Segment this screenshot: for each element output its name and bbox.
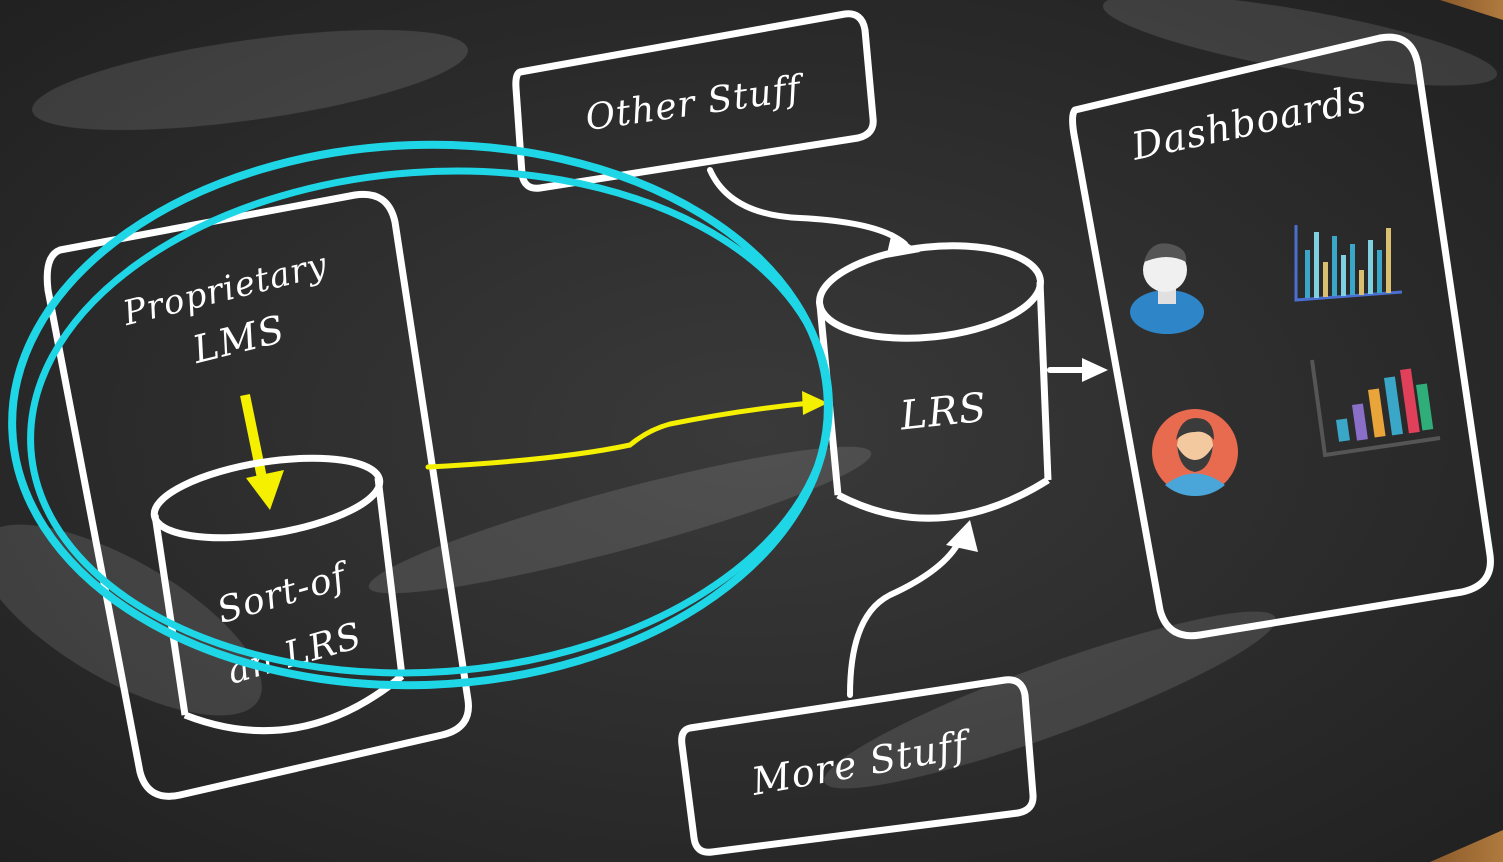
wood-frame-bottom-right bbox=[1430, 830, 1503, 862]
yellow-flow-arrow bbox=[425, 391, 828, 470]
lrs-to-dashboards-connector bbox=[1047, 358, 1108, 382]
wood-frame-top-right bbox=[1440, 0, 1503, 20]
more-stuff-to-lrs-connector bbox=[847, 520, 978, 698]
other-stuff-to-lrs-connector bbox=[707, 167, 920, 258]
lrs-label: LRS bbox=[897, 385, 989, 440]
user-avatar-icon bbox=[1130, 243, 1204, 334]
highlight-ellipses bbox=[8, 140, 833, 690]
bar-chart-icon bbox=[1294, 225, 1403, 302]
bearded-user-avatar-icon bbox=[1152, 409, 1238, 496]
colored-bar-chart-icon bbox=[1310, 359, 1441, 458]
chalk-smudges bbox=[0, 0, 1498, 789]
